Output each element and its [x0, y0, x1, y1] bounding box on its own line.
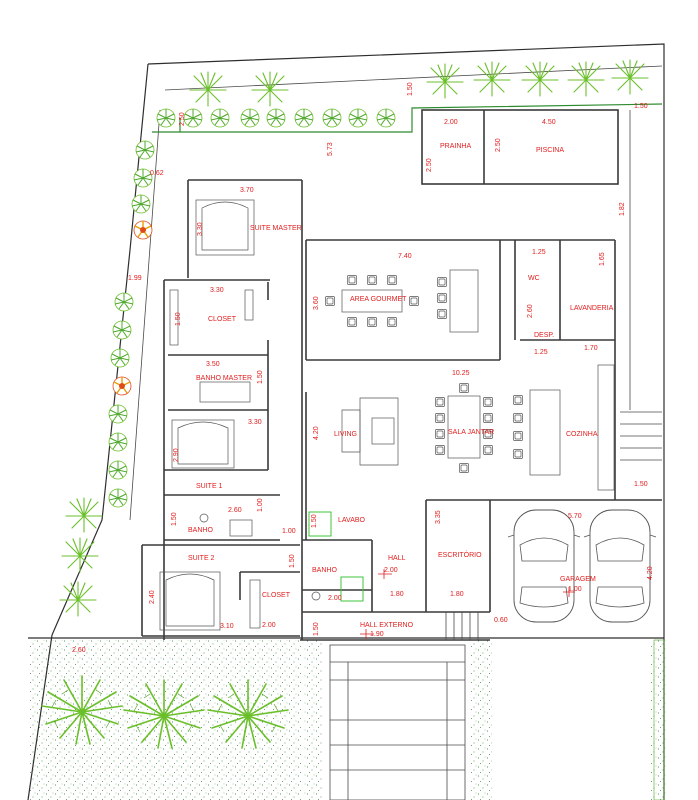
room-labels: SUITE MASTER CLOSET BANHO MASTER SUITE 1…	[188, 143, 614, 629]
living-sofa	[341, 397, 399, 466]
service-stairs	[620, 411, 662, 461]
label-lavabo: LAVABO	[338, 517, 366, 524]
dim-label: 2.00	[328, 595, 342, 602]
label-living: LIVING	[334, 431, 357, 438]
label-banho-master: BANHO MASTER	[196, 375, 252, 382]
label-piscina: PISCINA	[536, 147, 564, 154]
dimension-labels: 1.50 1.50 2.00 4.50 2.50 2.50 2.50 5.73 …	[72, 82, 654, 654]
label-closet-1: CLOSET	[208, 316, 237, 323]
palm-trees-top	[189, 59, 649, 107]
dim-label: 1.50	[171, 512, 178, 526]
dim-label: 2.60	[228, 507, 242, 514]
dim-label: 0.60	[494, 617, 508, 624]
side-garden-right	[650, 640, 666, 800]
label-desp: DESP.	[534, 332, 554, 339]
dining-table	[435, 383, 493, 473]
hall-steps	[445, 612, 479, 640]
dim-label: 2.60	[527, 304, 534, 318]
dim-label: 3.30	[210, 287, 224, 294]
dim-label: 5.73	[327, 142, 334, 156]
dim-label: 4.20	[647, 566, 654, 580]
bed-suite-master	[195, 199, 255, 256]
dim-label: 2.90	[173, 448, 180, 462]
dim-label: 1.00	[257, 498, 264, 512]
label-area-gourmet: AREA GOURMET	[350, 296, 407, 303]
garden-hedge	[179, 103, 663, 133]
dim-label: 3.10	[220, 623, 234, 630]
dim-label: 2.00	[384, 567, 398, 574]
dim-label: 1.50	[289, 554, 296, 568]
dim-label: 1.99	[128, 275, 142, 282]
dim-label: 3.70	[240, 187, 254, 194]
dim-label: 1.50	[257, 370, 264, 384]
dim-label: 1.25	[534, 349, 548, 356]
palm-trees-left	[59, 497, 103, 617]
dim-label: 1.00	[568, 586, 582, 593]
label-hall-externo: HALL EXTERNO	[360, 622, 414, 629]
label-sala-jantar: SALA JANTAR	[448, 429, 494, 436]
shrubs	[108, 108, 396, 508]
dim-label: 1.50	[175, 312, 182, 326]
dim-label: 4.50	[542, 119, 556, 126]
kitchen-island	[513, 364, 615, 491]
dim-label: 2.50	[179, 112, 186, 126]
label-lavanderia: LAVANDERIA	[570, 305, 614, 312]
dim-label: 2.60	[72, 647, 86, 654]
label-escritorio: ESCRITÓRIO	[438, 550, 482, 559]
label-cozinha: COZINHA	[566, 431, 598, 438]
dim-label: 1.90	[370, 631, 384, 638]
dim-label: 7.40	[398, 253, 412, 260]
label-banho-2: BANHO	[312, 567, 337, 574]
dim-label: 3.35	[435, 510, 442, 524]
house-walls	[141, 179, 662, 641]
label-closet-2: CLOSET	[262, 592, 291, 599]
closet-shelves	[169, 289, 261, 629]
bed-suite-2	[159, 571, 221, 631]
dim-label: 5.70	[568, 513, 582, 520]
entry-arrows	[360, 569, 575, 639]
label-garagem: GARAGEM	[560, 576, 596, 583]
cars	[507, 509, 657, 623]
dim-label: 1.80	[450, 591, 464, 598]
bed-suite-1	[171, 419, 235, 469]
dim-label: 1.50	[634, 481, 648, 488]
label-suite-master: SUITE MASTER	[250, 225, 302, 232]
dim-label: 1.50	[311, 514, 318, 528]
entrance-stairs	[329, 644, 466, 800]
label-banho-1: BANHO	[188, 527, 213, 534]
dim-label: 2.00	[444, 119, 458, 126]
fixtures	[199, 381, 364, 602]
dim-label: 1.80	[390, 591, 404, 598]
label-prainha: PRAINHA	[440, 143, 471, 150]
garden-hedge-right	[653, 639, 665, 800]
label-suite-1: SUITE 1	[196, 483, 223, 490]
dim-label: 1.50	[313, 622, 320, 636]
gourmet-table	[325, 269, 479, 333]
dim-label: 3.30	[248, 419, 262, 426]
dim-label: 2.50	[426, 158, 433, 172]
dim-label: 2.40	[149, 590, 156, 604]
dim-label: 1.70	[584, 345, 598, 352]
dim-label: 10.25	[452, 370, 470, 377]
dim-label: 1.50	[407, 82, 414, 96]
label-wc: WC	[528, 275, 540, 282]
dim-label: 3.50	[206, 361, 220, 368]
dim-label: 1.50	[634, 103, 648, 110]
label-hall: HALL	[388, 555, 406, 562]
dim-label: 2.50	[495, 138, 502, 152]
dim-label: 1.82	[619, 202, 626, 216]
dim-label: 1.65	[599, 252, 606, 266]
dim-label: 2.00	[262, 622, 276, 629]
walkway-garden-left	[304, 640, 322, 800]
dim-label: 0.62	[150, 170, 164, 177]
label-suite-2: SUITE 2	[188, 555, 215, 562]
dim-label: 3.60	[313, 296, 320, 310]
dim-label: 4.20	[313, 426, 320, 440]
dim-label: 1.00	[282, 528, 296, 535]
pool-area	[421, 109, 631, 410]
dim-label: 1.25	[532, 249, 546, 256]
dim-label: 3.30	[197, 222, 204, 236]
walkway-garden-right	[470, 640, 492, 800]
